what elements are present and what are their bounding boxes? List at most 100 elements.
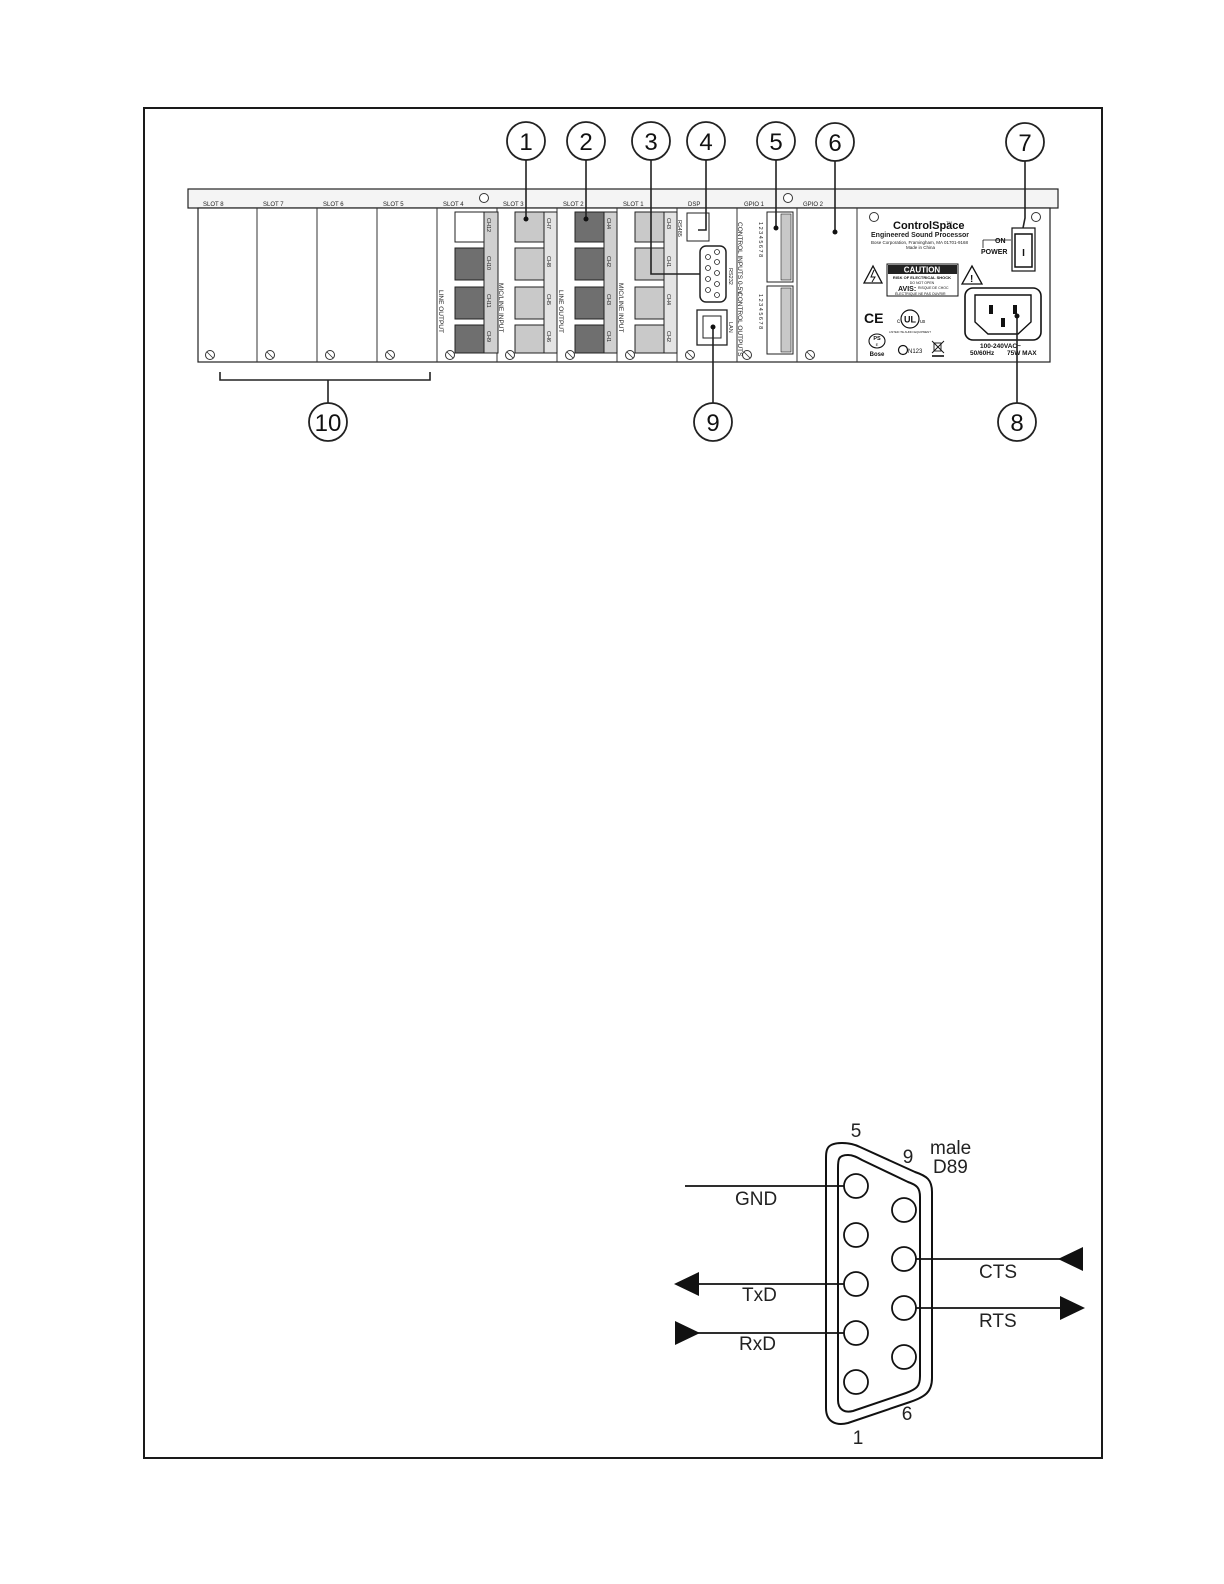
ce-mark: CE (864, 310, 883, 326)
caution-title: CAUTION (904, 266, 941, 275)
pin-6-label: 6 (902, 1404, 913, 1425)
avis-title: AVIS: (898, 286, 916, 293)
callout-number: 8 (1010, 410, 1023, 437)
connector-type-label: male (930, 1138, 971, 1159)
line-output-label: LINE OUTPUT (437, 290, 444, 333)
ctick-mark-icon (897, 344, 909, 356)
db9-pinout-diagram: 5 9 6 1 male D89 GND TxD RxD CTS RTS (674, 1121, 1085, 1449)
rts-arrow-icon (1060, 1296, 1085, 1320)
svg-text:E: E (876, 342, 879, 347)
lan-port (696, 309, 728, 346)
rs232-label: RS232 (727, 268, 733, 285)
svg-text:CH3: CH3 (605, 294, 611, 305)
connector-type-label: D89 (933, 1157, 968, 1178)
callout-number: 6 (828, 130, 841, 157)
brand-name: ControlSpace (893, 220, 965, 232)
shock-warning-icon (862, 264, 884, 284)
svg-text:UL: UL (904, 315, 916, 325)
pin-numbers-label: 1 2 3 4 5 6 7 8 (757, 222, 763, 257)
pin-5-label: 5 (851, 1121, 862, 1142)
voltage-text: 100-240VAC~ (980, 343, 1021, 350)
callout-number: 9 (706, 410, 719, 437)
svg-text:PS: PS (873, 336, 881, 342)
svg-text:us: us (920, 319, 926, 325)
callout-number: 4 (699, 129, 712, 156)
slot3-connectors (514, 211, 558, 354)
callout-number: 5 (769, 129, 782, 156)
control-outputs-label: CONTROL OUTPUTS (736, 292, 743, 357)
caution-text: RISK OF ELECTRICAL SHOCK (893, 275, 951, 280)
slot-label: SLOT 3 (503, 202, 524, 208)
avis-text: RISQUE DE CHOC (918, 286, 949, 290)
svg-text:CH2: CH2 (605, 256, 611, 267)
callout-number: 3 (644, 129, 657, 156)
slot-label: SLOT 7 (263, 202, 284, 208)
slot2-connectors (574, 211, 618, 354)
line-output-label: LINE OUTPUT (557, 290, 564, 333)
made-in-text: Made in China (906, 245, 936, 250)
db9-shell-inner (837, 1153, 921, 1413)
address-text: Bose Corporation, Framingham, MA 01701-9… (871, 240, 969, 245)
svg-text:CH2: CH2 (665, 331, 671, 342)
caution-warning-icon (960, 264, 984, 285)
db9-signal-lines (680, 1185, 1064, 1334)
svg-text:CH11: CH11 (485, 294, 491, 308)
callout-circles (308, 121, 1045, 442)
n123-text: N123 (908, 349, 923, 355)
svg-text:CH4: CH4 (665, 294, 671, 305)
slot1-connectors (634, 211, 678, 354)
rts-label: RTS (979, 1311, 1017, 1332)
slot-label: SLOT 5 (383, 202, 404, 208)
svg-text:CH5: CH5 (545, 294, 551, 305)
avis-text: ÉLECTRIQUE NE PAS OUVRIR (895, 291, 946, 296)
pin-1-label: 1 (853, 1428, 864, 1449)
callout-number: 2 (579, 129, 592, 156)
ul-listed-text: LISTED ITE AUDIO EQUIPMENT (889, 330, 931, 334)
rs485-label: RS485 (676, 220, 682, 237)
slot-label: GPIO 1 (744, 202, 765, 208)
svg-text:CH12: CH12 (485, 218, 491, 232)
cts-arrow-icon (1058, 1247, 1083, 1271)
svg-text:CH4: CH4 (605, 218, 611, 229)
slot-label: DSP (688, 202, 700, 208)
screw-slots (206, 351, 814, 359)
svg-text:!: ! (970, 274, 973, 285)
slot-label: GPIO 2 (803, 202, 824, 208)
db9-pins (843, 1173, 917, 1395)
callout-number: 7 (1018, 130, 1031, 157)
on-label: ON (995, 238, 1006, 245)
rxd-label: RxD (739, 1334, 776, 1355)
channel-labels: CH12 CH10 CH11 CH9 CH7 CH8 CH5 CH6 CH4 C… (485, 218, 671, 342)
gpio1-terminals (766, 211, 794, 355)
svg-text:CH9: CH9 (485, 331, 491, 342)
svg-text:CH3: CH3 (665, 218, 671, 229)
slot-label: SLOT 2 (563, 202, 584, 208)
svg-text:CH7: CH7 (545, 218, 551, 229)
svg-text:CH8: CH8 (545, 256, 551, 267)
callout-9 (693, 402, 733, 442)
product-subtitle: Engineered Sound Processor (871, 232, 969, 239)
slot-label: SLOT 8 (203, 202, 224, 208)
wattage-text: 75W MAX (1007, 350, 1037, 357)
svg-text:CH1: CH1 (665, 256, 671, 267)
txd-arrow-icon (674, 1272, 699, 1296)
svg-text:I: I (1022, 248, 1025, 259)
callout-3 (631, 121, 671, 161)
callout-2 (566, 121, 606, 161)
mic-line-input-label: MIC/LINE INPUT (497, 283, 504, 333)
rs232-port (699, 245, 727, 303)
trademark: TM (946, 220, 952, 225)
callout-6 (815, 122, 855, 162)
caution-text: DO NOT OPEN (910, 281, 935, 285)
figure-frame (143, 107, 1103, 1459)
leader-dots (523, 216, 1020, 330)
callout-leaders (219, 160, 1026, 405)
product-label-area: ControlSpace TM Engineered Sound Process… (862, 220, 1042, 358)
callout-number: 10 (315, 410, 342, 437)
rxd-arrow-icon (675, 1321, 700, 1345)
pse-mark-icon (868, 333, 886, 349)
slot-label: SLOT 6 (323, 202, 344, 208)
cts-label: CTS (979, 1262, 1017, 1283)
control-inputs-label: CONTROL INPUTS 0-5V (736, 222, 743, 295)
